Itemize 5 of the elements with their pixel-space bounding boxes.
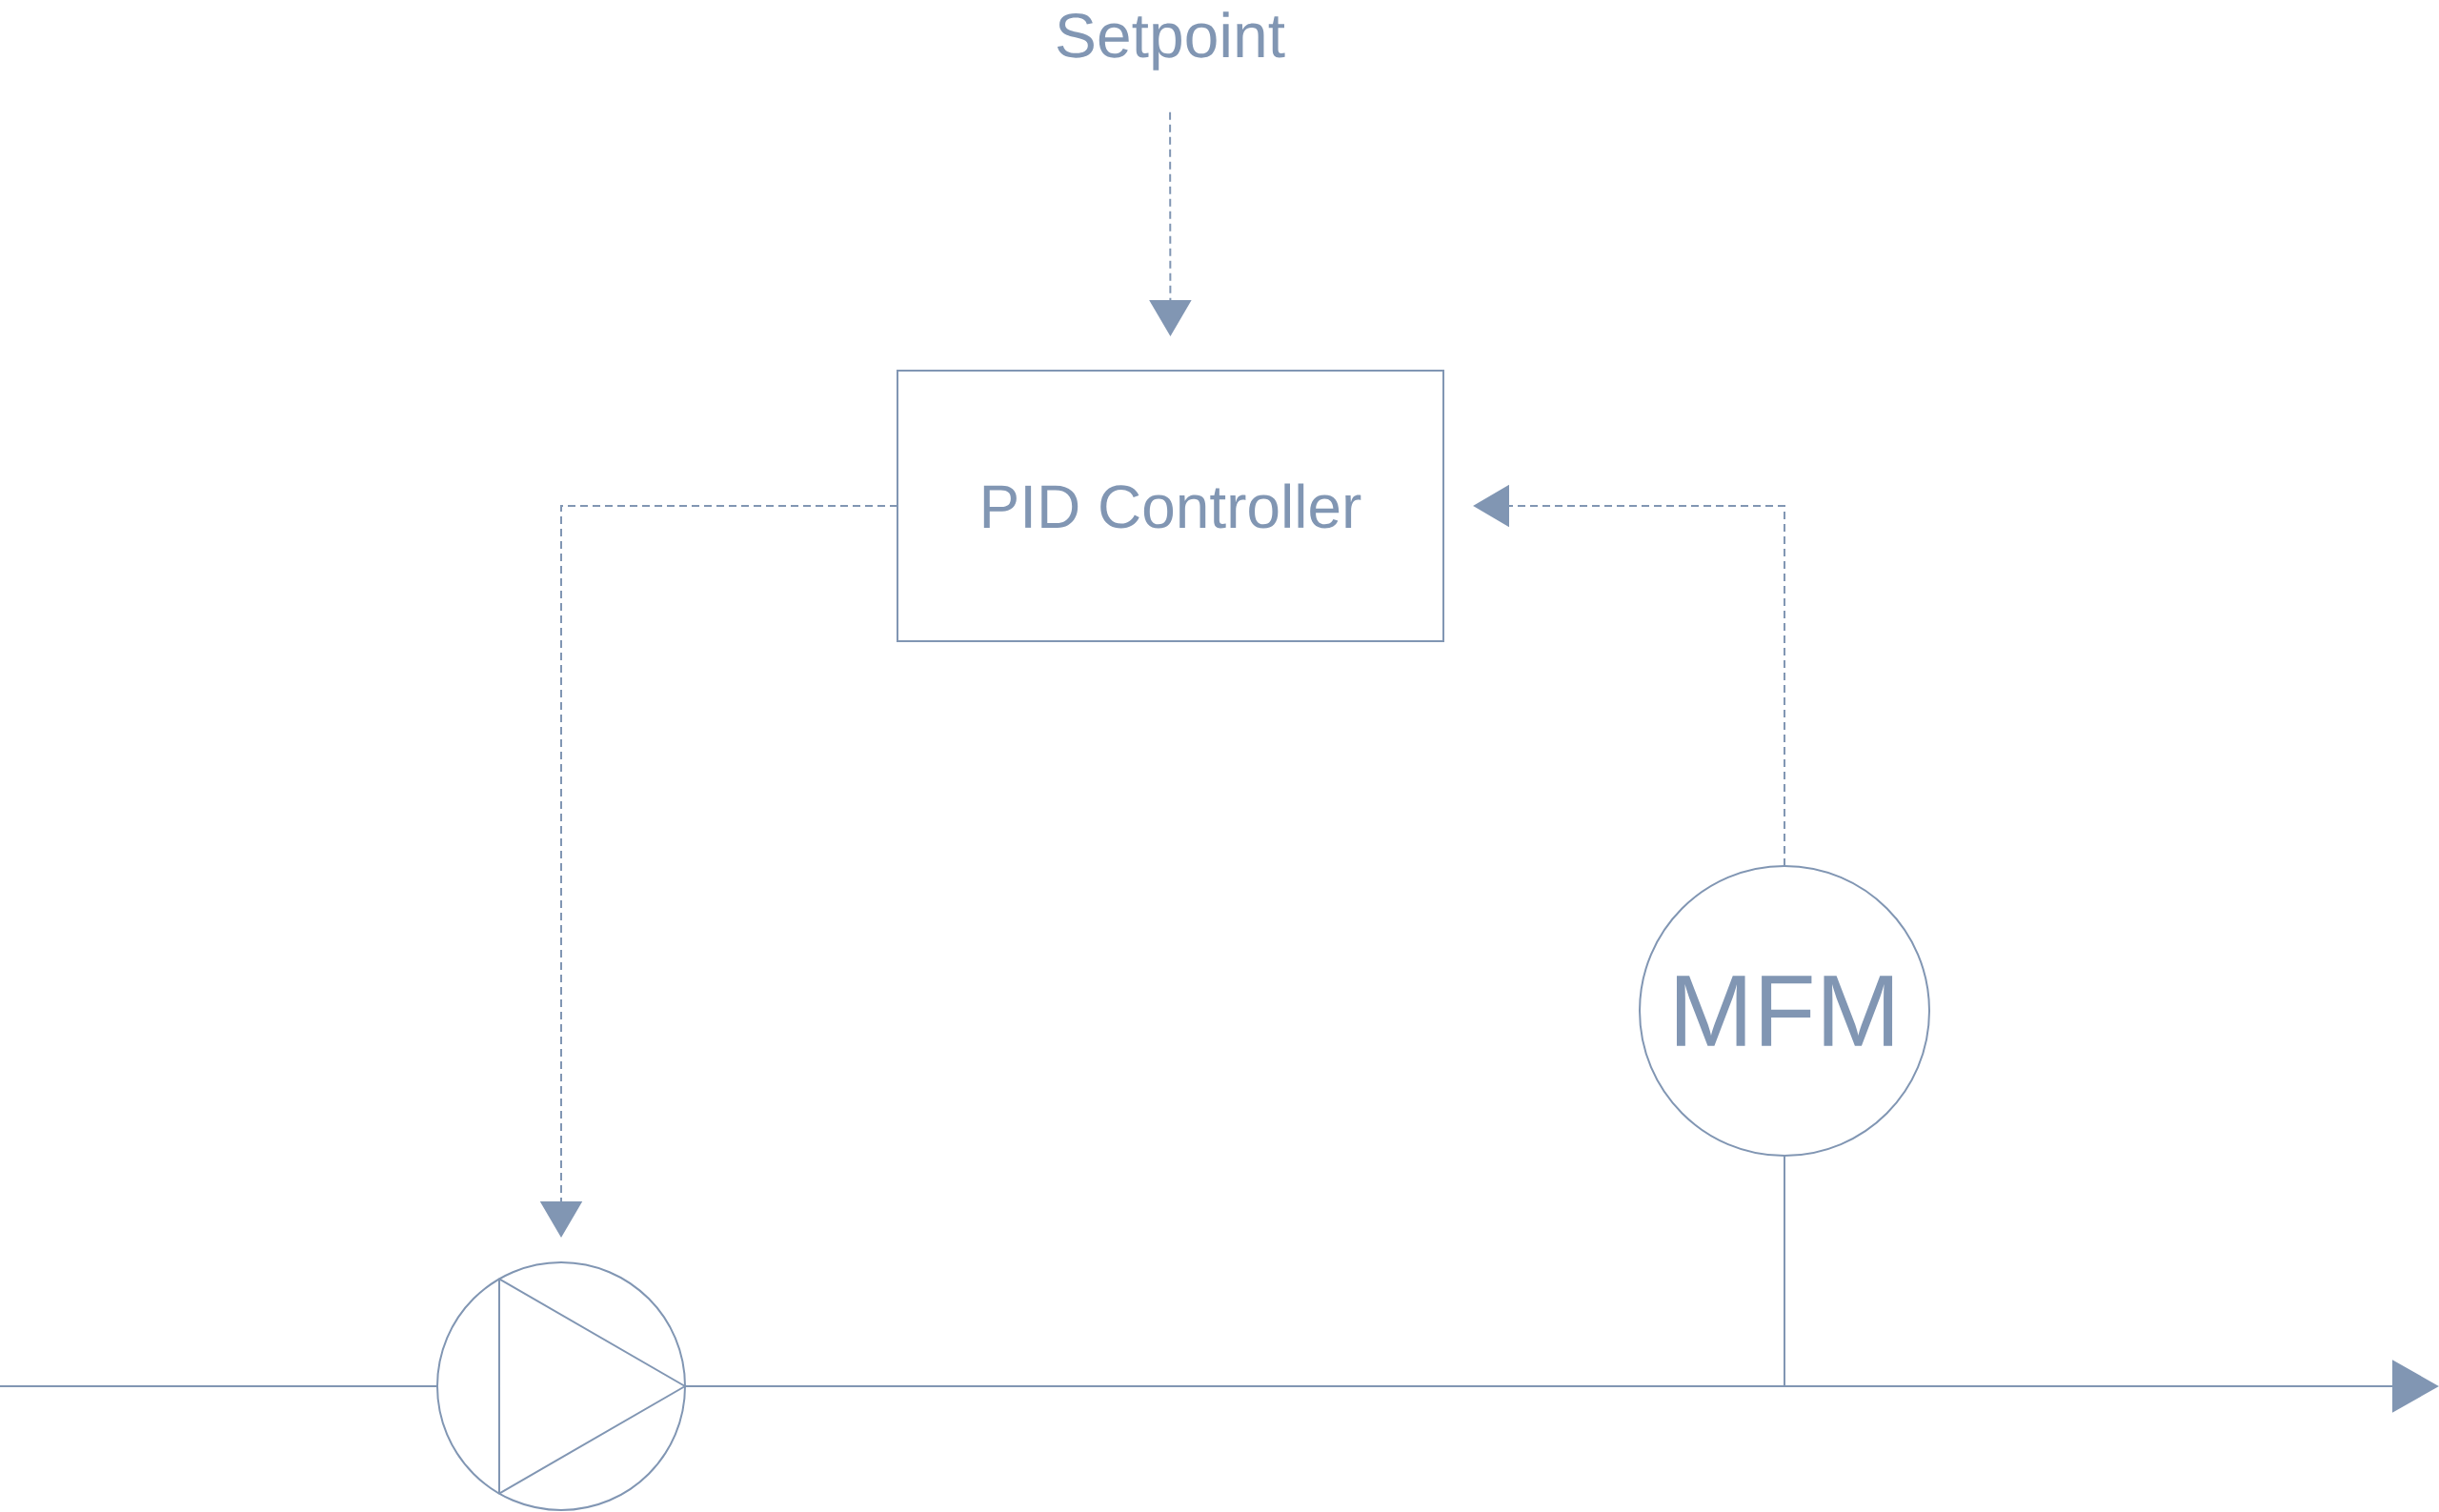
pump-symbol: [436, 1261, 686, 1511]
connector-line: [1784, 1155, 1785, 1387]
pipe-line: [0, 1385, 438, 1387]
input-label: Setpoint: [1057, 11, 1285, 71]
controller-box: PID Controller: [897, 370, 1444, 642]
